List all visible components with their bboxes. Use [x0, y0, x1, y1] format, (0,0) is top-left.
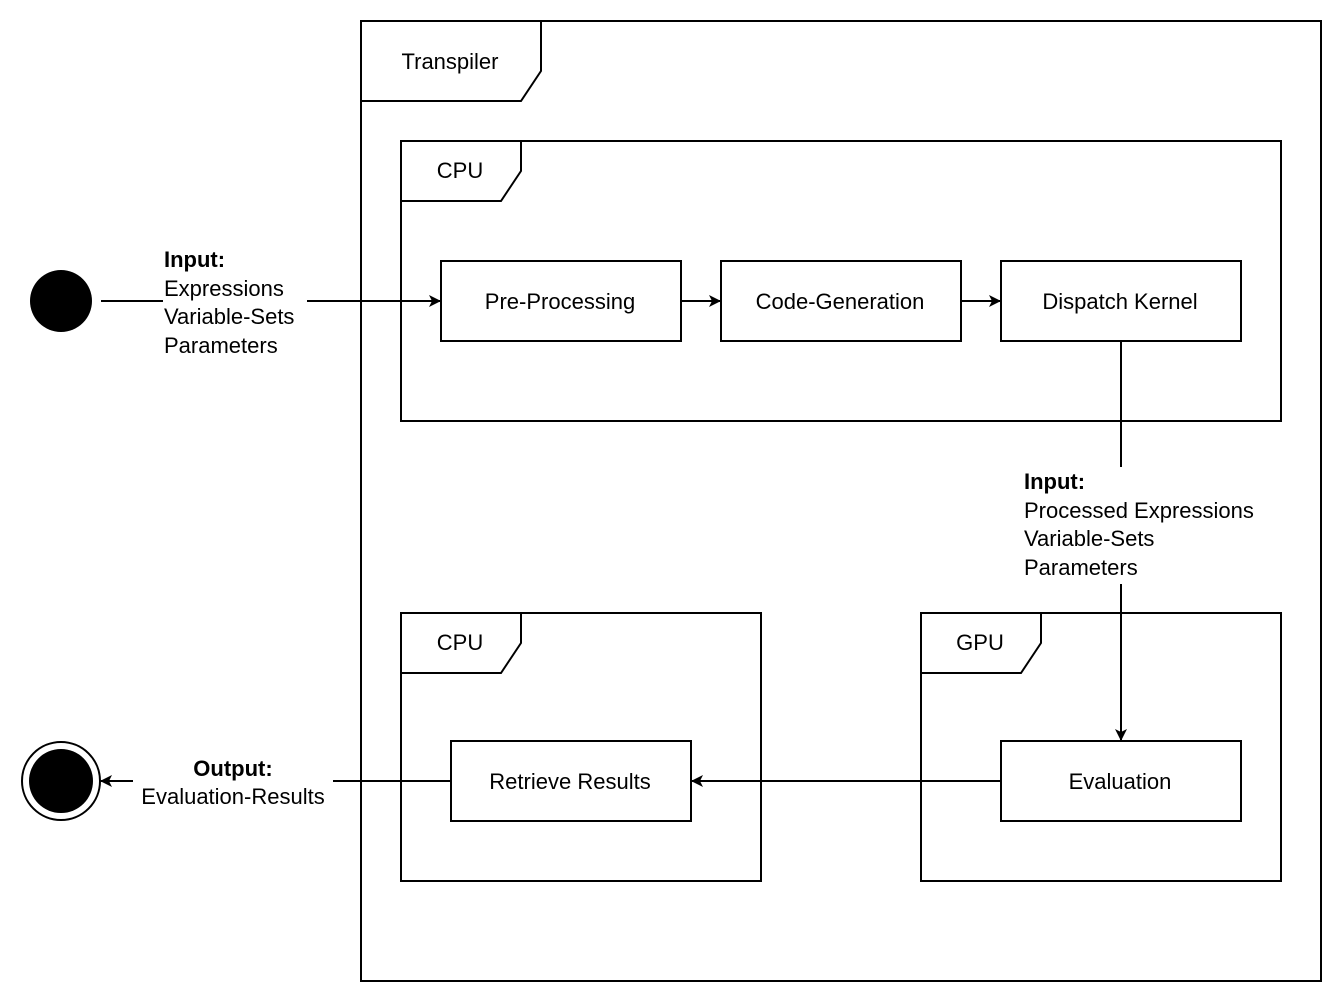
- code-generation-label: Code-Generation: [756, 289, 925, 314]
- evaluation-label: Evaluation: [1069, 769, 1172, 794]
- input-label-title: Input:: [164, 247, 225, 272]
- dispatch-kernel-step: Dispatch Kernel: [1000, 260, 1242, 342]
- transpiler-frame: Transpiler: [360, 20, 1322, 982]
- code-generation-step: Code-Generation: [720, 260, 962, 342]
- cpu-frame-top-tab: [401, 141, 522, 202]
- cpu-frame-bottom-label: CPU: [437, 630, 483, 655]
- gpu-frame: GPU: [920, 612, 1282, 882]
- retrieve-results-step: Retrieve Results: [450, 740, 692, 822]
- output-label: Output: Evaluation-Results: [141, 756, 324, 809]
- kernel-input-label-line: Parameters: [1024, 555, 1138, 580]
- retrieve-results-label: Retrieve Results: [489, 769, 650, 794]
- pre-processing-label: Pre-Processing: [485, 289, 635, 314]
- output-label-title: Output:: [193, 756, 272, 781]
- end-node: [21, 741, 101, 821]
- output-label-line: Evaluation-Results: [141, 784, 324, 809]
- cpu-frame-top-label: CPU: [437, 158, 483, 183]
- input-label: Input: Expressions Variable-Sets Paramet…: [164, 247, 294, 358]
- kernel-input-label-line: Variable-Sets: [1024, 526, 1154, 551]
- input-label-line: Variable-Sets: [164, 304, 294, 329]
- cpu-frame-bottom-tab: [401, 613, 522, 674]
- pre-processing-step: Pre-Processing: [440, 260, 682, 342]
- start-node: [30, 270, 92, 332]
- cpu-frame-top: CPU: [400, 140, 1282, 422]
- input-label-line: Parameters: [164, 333, 278, 358]
- transpiler-frame-tab: [361, 21, 542, 102]
- gpu-frame-label: GPU: [956, 630, 1004, 655]
- evaluation-step: Evaluation: [1000, 740, 1242, 822]
- input-label-line: Expressions: [164, 276, 284, 301]
- kernel-input-label-line: Processed Expressions: [1024, 498, 1254, 523]
- kernel-input-label: Input: Processed Expressions Variable-Se…: [1024, 469, 1254, 580]
- dispatch-kernel-label: Dispatch Kernel: [1042, 289, 1197, 314]
- transpiler-frame-label: Transpiler: [402, 49, 499, 74]
- kernel-input-label-title: Input:: [1024, 469, 1085, 494]
- cpu-frame-bottom: CPU: [400, 612, 762, 882]
- gpu-frame-tab: [921, 613, 1042, 674]
